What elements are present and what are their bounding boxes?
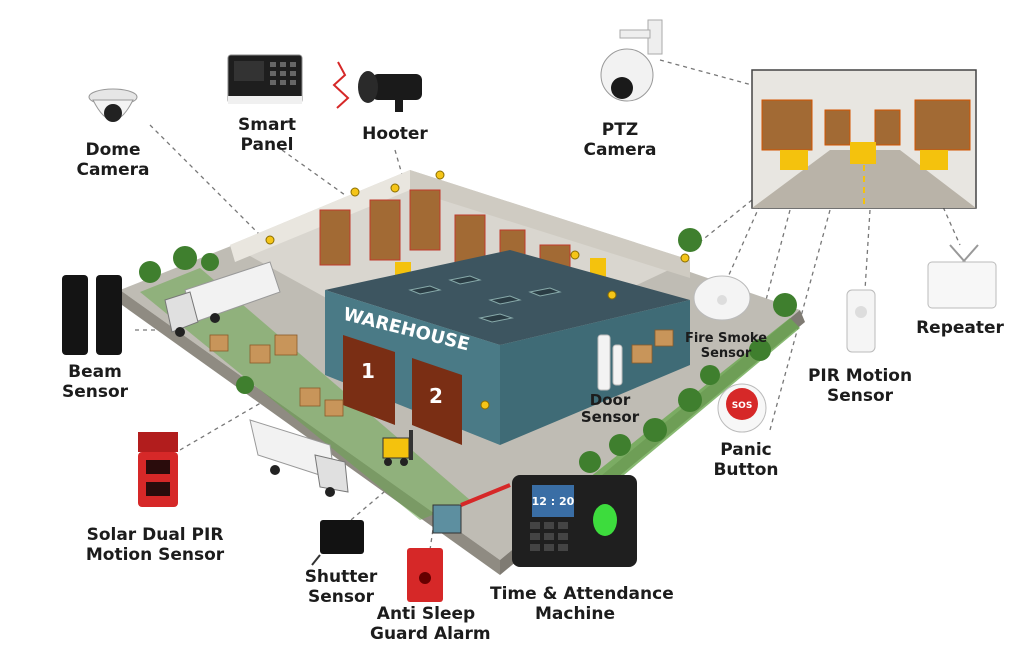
door-2-number: 2	[429, 384, 443, 408]
shutter-sensor-icon	[311, 520, 364, 566]
truck-bottom	[249, 419, 349, 497]
beam-sensor-icon	[62, 275, 122, 355]
hooter-label: Hooter	[362, 124, 428, 144]
hooter-icon	[332, 61, 422, 112]
solar-dual-pir-icon	[138, 432, 178, 507]
sensor-markers	[265, 170, 690, 410]
forklift	[382, 430, 413, 466]
repeater-label: Repeater	[916, 318, 1004, 338]
dome-camera-icon	[88, 88, 138, 122]
warehouse-building	[325, 250, 690, 445]
smart-panel-icon	[227, 54, 303, 104]
truck-top	[164, 261, 281, 337]
door-1-number: 1	[361, 359, 375, 383]
ptz-camera-view	[751, 69, 977, 209]
panic-button-icon	[717, 383, 767, 433]
door-sensor-icon	[597, 334, 623, 391]
guard-booth	[432, 483, 511, 534]
anti-sleep-alarm-icon	[407, 548, 443, 602]
cargo-boxes	[209, 329, 674, 417]
pir-motion-sensor-icon	[846, 289, 876, 353]
trees	[139, 228, 797, 473]
ptz-camera-icon	[600, 19, 663, 102]
fire-smoke-sensor-icon	[693, 275, 751, 321]
panic-sos-badge: SOS	[732, 401, 753, 411]
time-attendance-machine-icon	[512, 475, 637, 567]
attendance-clock: 12 : 20	[532, 495, 575, 508]
repeater-icon	[927, 244, 997, 309]
